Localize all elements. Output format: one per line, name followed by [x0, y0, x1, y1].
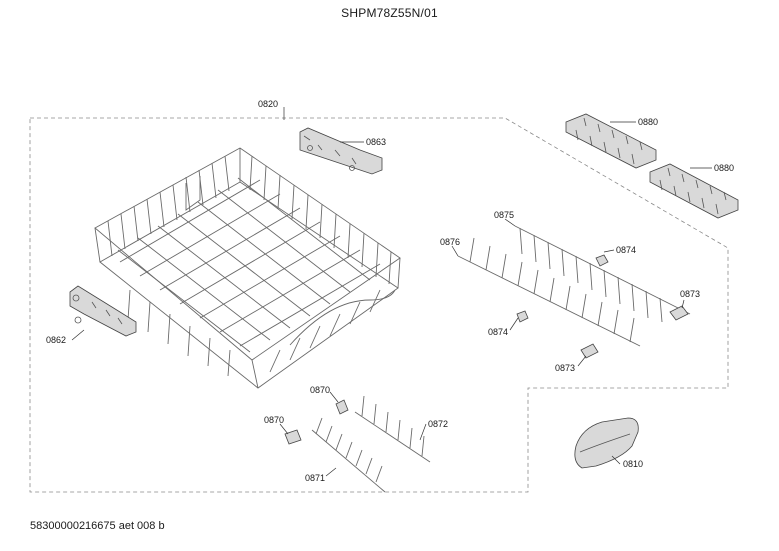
tine-set-871[interactable]: [311, 417, 386, 493]
callout-0875: 0875: [494, 210, 514, 220]
callout-0876: 0876: [440, 237, 460, 247]
callout-0862: 0862: [46, 335, 66, 345]
document-id: 58300000216675 aet 008 b: [30, 520, 165, 532]
tine-set-872[interactable]: [354, 395, 431, 463]
folding-tines-front[interactable]: [457, 237, 641, 347]
diagram-title: SHPM78Z55N/01: [341, 6, 438, 20]
callout-0810: 0810: [623, 459, 643, 469]
callout-0870-upper: 0870: [310, 385, 330, 395]
rack-back-wires: [107, 155, 392, 285]
callout-0870-lower: 0870: [264, 415, 284, 425]
tine-clip-874-left[interactable]: [516, 310, 529, 323]
rack-front-tines: [127, 289, 381, 377]
callout-0873-left: 0873: [555, 363, 575, 373]
callout-0873-right: 0873: [680, 289, 700, 299]
leader-lines: [71, 107, 712, 477]
clip-row-lower[interactable]: [649, 163, 739, 219]
rail-bracket-upper[interactable]: [299, 127, 383, 175]
tine-clip-874-right[interactable]: [595, 254, 609, 267]
assembly-boundary: [29, 117, 729, 493]
callout-0874-right: 0874: [616, 245, 636, 255]
rail-bracket-lower[interactable]: [69, 285, 137, 337]
callout-0863: 0863: [366, 137, 386, 147]
rack-floor-grid: [117, 177, 381, 353]
callout-0871: 0871: [305, 473, 325, 483]
tine-clip-873-left[interactable]: [580, 343, 599, 359]
folding-tines-rear[interactable]: [514, 225, 691, 323]
tine-clip-873-right[interactable]: [669, 305, 689, 321]
callout-0874-left: 0874: [488, 327, 508, 337]
callout-0880-lower: 0880: [714, 163, 734, 173]
callout-0880-upper: 0880: [638, 117, 658, 127]
clip-row-upper[interactable]: [565, 113, 657, 169]
callout-0820: 0820: [258, 99, 278, 109]
handle-cover-810[interactable]: [574, 417, 639, 469]
clip-870-lower[interactable]: [284, 429, 302, 445]
clip-870-upper[interactable]: [335, 399, 349, 415]
callout-0872: 0872: [428, 419, 448, 429]
upper-rack[interactable]: [94, 147, 401, 389]
